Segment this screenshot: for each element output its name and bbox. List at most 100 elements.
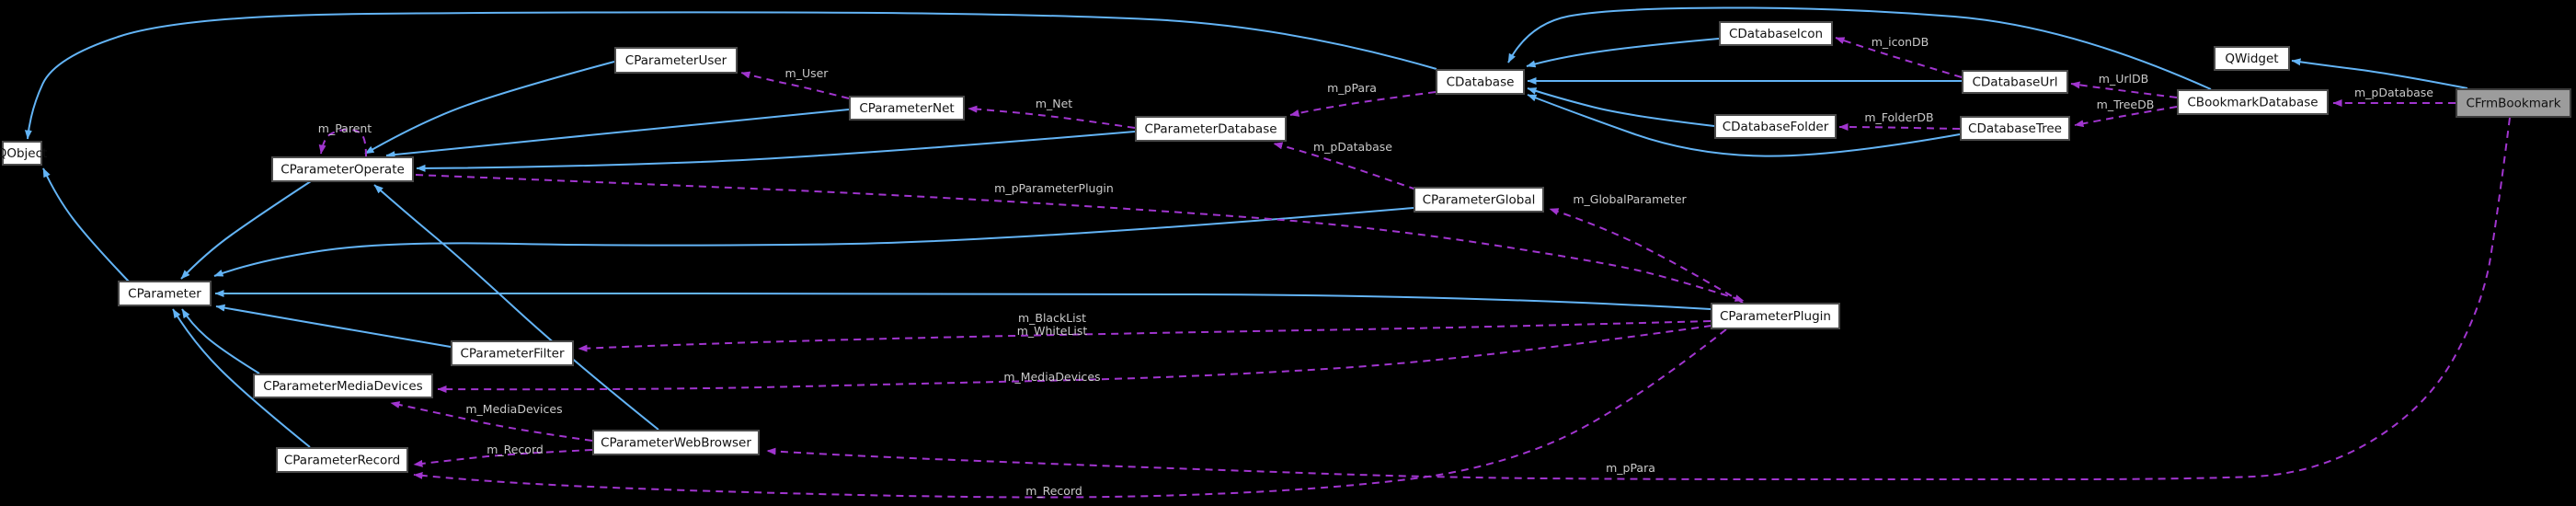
edge-label-use-m-mediadevices-short: m_MediaDevices	[465, 402, 562, 416]
node-box-qwidget[interactable]	[2214, 46, 2290, 71]
node-cparameterplugin[interactable]: CParameterPlugin	[1711, 303, 1840, 329]
node-label-cparameter: CParameter	[128, 287, 201, 302]
node-qobject[interactable]: QObject	[0, 141, 47, 166]
edge-use-m-parent	[318, 128, 367, 157]
edge-inh-cparameternet-cparameteroperate	[385, 109, 850, 159]
node-label-cparametermediadevices: CParameterMediaDevices	[263, 379, 422, 394]
edge-label-use-m-record-short: m_Record	[487, 443, 544, 456]
edge-inh-cparameteroperate-cparameter	[180, 180, 312, 280]
node-box-cbookmarkdatabase[interactable]	[2177, 89, 2329, 115]
edge-inh-cparameterplugin-cparameter	[214, 290, 1712, 310]
edge-use-m-globalparameter	[1549, 208, 1744, 304]
edge-label-use-m-record-long: m_Record	[1025, 484, 1082, 498]
edge-label-use-m-pdatabase-right: m_pDatabase	[2354, 86, 2433, 99]
edge-use-m-net	[967, 105, 1136, 129]
node-cdatabasetree[interactable]: CDatabaseTree	[1960, 116, 2070, 141]
node-label-cparameterrecord: CParameterRecord	[284, 454, 400, 468]
node-cbookmarkdatabase[interactable]: CBookmarkDatabase	[2177, 89, 2329, 115]
edge-use-m-record-short	[413, 449, 593, 467]
edge-inh-cdatabasetree-cdatabase	[1527, 94, 1961, 157]
node-box-cparameter[interactable]	[118, 281, 212, 306]
node-cparameteruser[interactable]: CParameterUser	[614, 47, 738, 74]
node-label-cparameterwebbrowser: CParameterWebBrowser	[601, 436, 751, 451]
edge-inh-cparameter-qobject	[42, 167, 130, 282]
node-label-cparameterplugin: CParameterPlugin	[1720, 309, 1831, 324]
node-label-cdatabasefolder: CDatabaseFolder	[1723, 120, 1829, 134]
node-box-cdatabase[interactable]	[1436, 69, 1525, 95]
node-label-cdatabase: CDatabase	[1447, 75, 1515, 90]
node-box-cparametermediadevices[interactable]	[253, 374, 433, 398]
edge-label-use-m-ppara-top: m_pPara	[1327, 81, 1377, 95]
edge-inh-cparameterdatabase-cparameteroperate	[416, 131, 1136, 172]
edge-use-m-mediadevices-short	[390, 401, 593, 442]
edge-use-m-urldb	[2070, 81, 2178, 98]
node-cparameterdatabase[interactable]: CParameterDatabase	[1135, 116, 1287, 142]
node-label-cparameteruser: CParameterUser	[625, 53, 727, 68]
node-box-cparameterfilter[interactable]	[451, 340, 574, 366]
edge-use-m-pdatabase-left	[1273, 142, 1417, 190]
edge-use-m-icondb	[1835, 37, 1963, 78]
edge-use-m-mediadevices-long	[437, 325, 1712, 394]
edge-label-use-m-pdatabase-left: m_pDatabase	[1313, 140, 1392, 154]
node-label-cparameterfilter: CParameterFilter	[460, 347, 565, 362]
node-box-qobject[interactable]	[2, 141, 42, 166]
node-label-cdatabasetree: CDatabaseTree	[1968, 121, 2062, 136]
edge-label-use-m-ppara-bottom: m_pPara	[1606, 461, 1655, 475]
node-label-cparameternet: CParameterNet	[859, 101, 954, 116]
node-label-cfrmbookmark: CFrmBookmark	[2466, 97, 2560, 111]
node-cdatabaseurl[interactable]: CDatabaseUrl	[1962, 70, 2068, 94]
edge-use-m-record-long	[413, 328, 1727, 499]
edge-inh-cparametermediadevices-cparameter	[181, 308, 260, 374]
node-qwidget[interactable]: QWidget	[2214, 46, 2290, 71]
edge-inh-cdatabase-qobject	[24, 11, 1437, 140]
node-box-cparameteruser[interactable]	[614, 47, 738, 74]
edge-label-use-m-treedb: m_TreeDB	[2097, 98, 2155, 111]
edge-use-m-blacklist-whitelist	[578, 320, 1712, 352]
node-label-cparameteroperate: CParameterOperate	[280, 163, 405, 178]
edge-inh-cfrmbookmark-qwidget	[2291, 58, 2468, 89]
node-cparameterglobal[interactable]: CParameterGlobal	[1414, 187, 1544, 213]
node-label-cbookmarkdatabase: CBookmarkDatabase	[2187, 96, 2318, 110]
node-box-cparameternet[interactable]	[849, 96, 965, 121]
node-box-cdatabaseurl[interactable]	[1962, 70, 2068, 94]
edge-use-m-ppara-top	[1289, 91, 1437, 117]
node-label-cdatabaseurl: CDatabaseUrl	[1972, 75, 2057, 90]
node-box-cparameterdatabase[interactable]	[1135, 116, 1287, 142]
node-box-cparameteroperate[interactable]	[271, 156, 414, 182]
edge-inh-cparameterfilter-cparameter	[215, 304, 452, 348]
node-box-cdatabasetree[interactable]	[1960, 116, 2070, 141]
node-cdatabaseicon[interactable]: CDatabaseIcon	[1719, 21, 1833, 46]
edge-label-use-m-globalparameter: m_GlobalParameter	[1573, 192, 1687, 206]
node-box-cdatabasefolder[interactable]	[1714, 114, 1837, 139]
edge-label-use-m-mediadevices-long: m_MediaDevices	[1003, 370, 1100, 384]
node-label-qwidget: QWidget	[2225, 52, 2278, 66]
edge-inh-cdatabasefolder-cdatabase	[1527, 87, 1715, 127]
node-cparameteroperate[interactable]: CParameterOperate	[271, 156, 414, 182]
edge-inh-cdatabaseicon-cdatabase	[1526, 38, 1720, 68]
node-cparametermediadevices[interactable]: CParameterMediaDevices	[253, 374, 433, 398]
node-cparameter[interactable]: CParameter	[118, 281, 212, 306]
edge-inh-cparameterglobal-cparameter	[213, 207, 1414, 277]
node-box-cdatabaseicon[interactable]	[1719, 21, 1833, 46]
node-label-cparameterdatabase: CParameterDatabase	[1144, 122, 1277, 137]
node-box-cparameterplugin[interactable]	[1711, 303, 1840, 329]
node-cparameterrecord[interactable]: CParameterRecord	[276, 447, 408, 473]
node-cparameterfilter[interactable]: CParameterFilter	[451, 340, 574, 366]
edge-inh-cparameteruser-cparameteroperate	[364, 61, 615, 155]
node-cfrmbookmark[interactable]: CFrmBookmark	[2456, 88, 2571, 118]
node-box-cparameterglobal[interactable]	[1414, 187, 1544, 213]
edge-use-m-folderdb	[1838, 123, 1961, 132]
node-cparameterwebbrowser[interactable]: CParameterWebBrowser	[592, 430, 760, 455]
node-box-cfrmbookmark[interactable]	[2456, 88, 2571, 118]
edge-use-m-pparameterplugin	[415, 174, 1745, 302]
node-box-cparameterwebbrowser[interactable]	[592, 430, 760, 455]
node-cparameternet[interactable]: CParameterNet	[849, 96, 965, 121]
node-box-cparameterrecord[interactable]	[276, 447, 408, 473]
node-cdatabasefolder[interactable]: CDatabaseFolder	[1714, 114, 1837, 139]
edge-label-use-m-pparameterplugin: m_pParameterPlugin	[994, 181, 1114, 195]
node-label-qobject: QObject	[0, 146, 47, 161]
node-cdatabase[interactable]: CDatabase	[1436, 69, 1525, 95]
